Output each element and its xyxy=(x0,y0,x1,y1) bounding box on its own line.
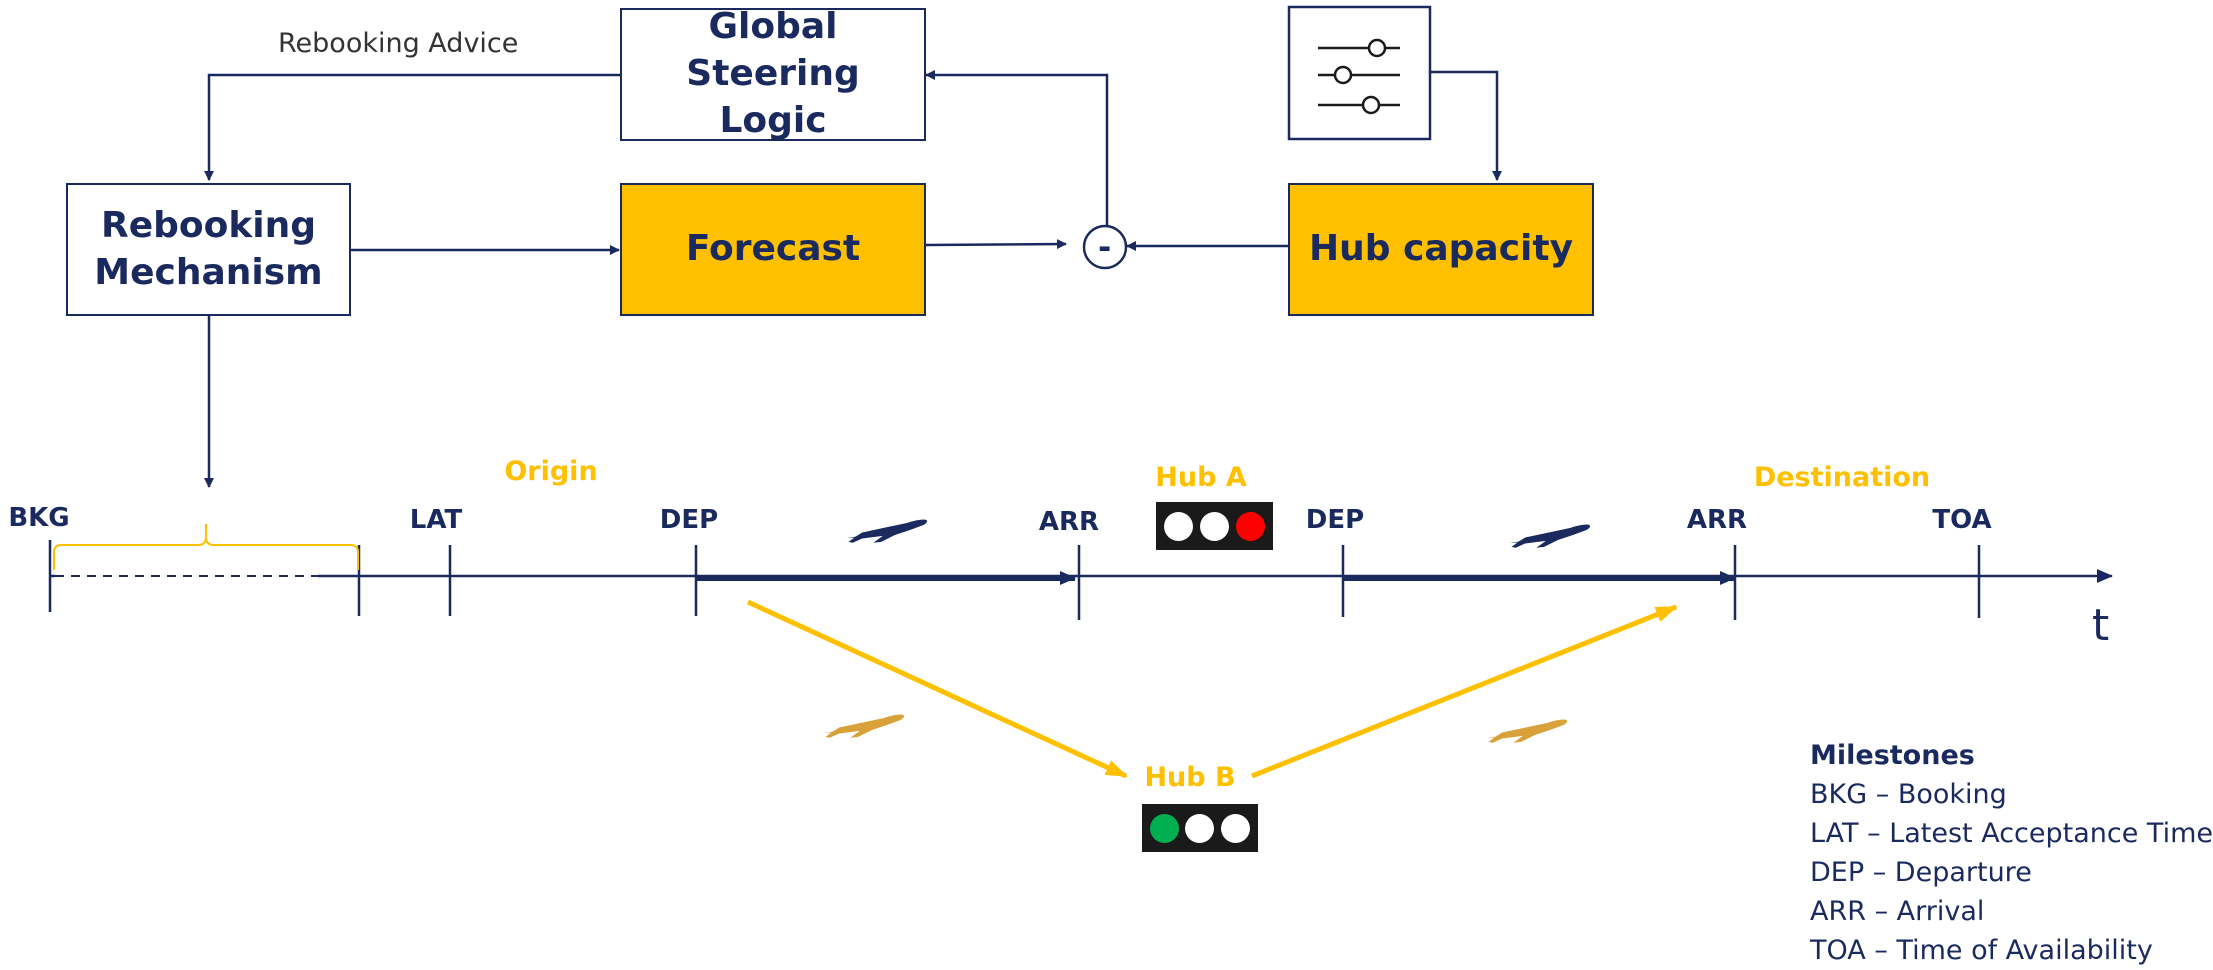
traffic-lamp-hub-a-2 xyxy=(1199,511,1229,541)
location-destination: Destination xyxy=(1753,462,1931,493)
plane-icon-reroute-1 xyxy=(823,714,905,738)
legend-item: LAT – Latest Acceptance Time xyxy=(1810,818,2213,849)
hub-capacity-label: Hub capacity xyxy=(1308,228,1574,270)
reroute-to-destination-arrow xyxy=(1251,604,1678,779)
legend-item: ARR – Arrival xyxy=(1810,896,1985,927)
traffic-light-hub-b xyxy=(1142,804,1258,852)
feedback-arrow-to-steering xyxy=(925,70,1109,232)
hub-capacity-box: Hub capacity xyxy=(1288,183,1594,316)
milestone-dep-1: DEP xyxy=(659,505,719,535)
global-steering-logic-box: Global Steering Logic xyxy=(620,6,926,141)
traffic-lamp-hub-a-3 xyxy=(1235,511,1265,541)
settings-sliders-icon xyxy=(1287,5,1432,141)
milestones-legend: Milestones BKG – Booking LAT – Latest Ac… xyxy=(1810,736,2213,970)
reroute-to-hub-b-arrow xyxy=(746,599,1128,779)
milestone-arr-2: ARR xyxy=(1686,505,1748,535)
comparator-minus-sign: - xyxy=(1098,228,1111,266)
location-hub-a: Hub A xyxy=(1155,462,1247,493)
milestone-toa: TOA xyxy=(1932,505,1992,535)
rebooking-mechanism-label: Rebooking Mechanism xyxy=(94,204,323,293)
legend-item: BKG – Booking xyxy=(1810,779,2007,810)
location-origin: Origin xyxy=(504,456,598,487)
time-axis-label: t xyxy=(2092,600,2110,651)
forecast-box: Forecast xyxy=(620,183,926,316)
traffic-light-hub-a xyxy=(1156,502,1273,550)
milestone-lat: LAT xyxy=(409,505,463,535)
traffic-lamp-hub-b-2 xyxy=(1185,813,1215,843)
plane-icon-reroute-2 xyxy=(1486,719,1568,743)
rebooking-window-brace xyxy=(53,524,359,570)
legend-item: DEP – Departure xyxy=(1810,857,2032,888)
traffic-lamp-hub-a-1 xyxy=(1164,511,1194,541)
settings-to-capacity-arrow xyxy=(1430,70,1502,181)
location-hub-b: Hub B xyxy=(1144,762,1236,793)
plane-icon-segment-2 xyxy=(1509,524,1591,548)
traffic-lamp-hub-b-1 xyxy=(1150,813,1180,843)
comparator-node xyxy=(1082,224,1128,270)
legend-title: Milestones xyxy=(1810,740,1975,771)
traffic-lamp-hub-b-3 xyxy=(1220,813,1250,843)
rebooking-advice-arrow xyxy=(204,73,622,181)
milestone-dep-2: DEP xyxy=(1305,505,1365,535)
rebooking-mechanism-box: Rebooking Mechanism xyxy=(66,183,351,316)
forecast-label: Forecast xyxy=(685,228,861,270)
legend-item: TOA – Time of Availability xyxy=(1810,935,2153,966)
rebooking-advice-label: Rebooking Advice xyxy=(278,28,519,59)
global-steering-logic-label: Global Steering Logic xyxy=(686,6,860,141)
milestone-bkg: BKG xyxy=(8,503,70,533)
milestone-arr-1: ARR xyxy=(1038,507,1100,537)
forecast-to-comparator-arrow xyxy=(925,239,1067,250)
plane-icon-segment-1 xyxy=(846,519,928,543)
